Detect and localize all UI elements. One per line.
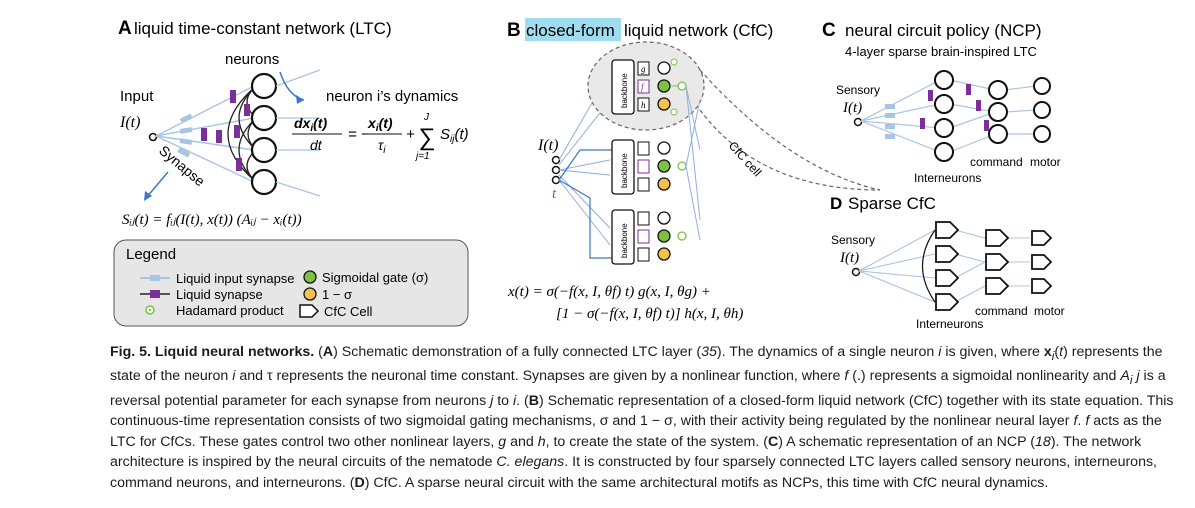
ncp-motor-neurons [1033, 77, 1051, 143]
cfc-cell-middle: backbone [611, 139, 687, 195]
dynamics-arrow [279, 71, 305, 101]
svg-text:g: g [641, 64, 646, 74]
legend-item-liquid-synapse: Liquid synapse [176, 287, 263, 302]
svg-text:h: h [641, 100, 646, 110]
panel-d-letter: D [830, 194, 842, 213]
ltc-neurons [250, 72, 278, 196]
synapse-arrow [145, 171, 169, 199]
panel-c-subtitle: 4-layer sparse brain-inspired LTC [845, 44, 1037, 59]
panel-a-letter: A [118, 18, 132, 39]
cfc-input-symbol: I(t) [537, 137, 558, 154]
panel-a: A liquid time-constant network (LTC) neu… [118, 18, 469, 228]
svg-text:f: f [641, 82, 645, 92]
panel-c-letter: C [822, 20, 836, 41]
time-symbol: t [552, 186, 557, 202]
cfc-cell-bottom: backbone [611, 209, 687, 265]
legend-item-hadamard: Hadamard product [176, 303, 284, 318]
legend-title: Legend [126, 246, 176, 263]
legend-item-cfc-cell: CfC Cell [324, 304, 373, 319]
legend-box [113, 239, 469, 327]
sparse-interneuron-cells [935, 221, 960, 311]
sparse-motor-label: motor [1034, 304, 1065, 318]
synapse-arrow-head [144, 191, 152, 201]
ncp-interneurons [934, 70, 954, 162]
sigmoid-gate-icon [303, 270, 317, 284]
panel-d: D Sparse CfC Sensory I(t) [830, 194, 1065, 331]
neurons-label: neurons [225, 51, 279, 68]
svg-text:∑: ∑ [418, 124, 435, 151]
one-minus-sigma-icon [303, 287, 317, 301]
legend: Legend Liquid input synapse Liquid synap… [113, 239, 469, 327]
svg-text:dt: dt [310, 137, 323, 153]
input-label: Input [120, 88, 154, 105]
panel-b-letter: B [507, 20, 521, 41]
legend-item-one-minus-sigma: 1 − σ [322, 287, 352, 302]
sparse-command-label: command [975, 304, 1028, 318]
cfc-input-lines [558, 71, 611, 246]
input-symbol: I(t) [119, 114, 140, 131]
ncp-interneurons-label: Interneurons [914, 171, 981, 185]
cfc-cell-callout [699, 69, 881, 191]
figure-caption: Fig. 5. Liquid neural networks. (A) Sche… [110, 344, 1174, 491]
ncp-command-neurons [988, 80, 1008, 144]
liquid-synapse-markers [201, 90, 250, 171]
dynamics-arrow-head [296, 95, 304, 104]
panel-b-title-highlight: closed-form [526, 21, 615, 40]
panel-d-title: Sparse CfC [848, 194, 936, 213]
legend-item-input-synapse: Liquid input synapse [176, 271, 295, 286]
panel-c: C neural circuit policy (NCP) 4-layer sp… [822, 20, 1061, 185]
input-synapse-lines [155, 85, 255, 183]
svg-text:+: + [406, 126, 415, 143]
title-highlight [525, 18, 621, 41]
panel-b: B closed-form liquid network (CfC) I(t) … [507, 18, 881, 322]
panel-c-title: neural circuit policy (NCP) [845, 21, 1042, 40]
svg-text:j=1: j=1 [414, 151, 430, 162]
sparse-interneurons-label: Interneurons [916, 317, 983, 331]
svg-text:τi: τi [378, 137, 386, 156]
sparse-motor-cells [1031, 230, 1053, 294]
svg-text:dxi(t): dxi(t) [294, 115, 327, 134]
cfc-cell-label: CfC cell [726, 139, 765, 180]
ncp-input-symbol: I(t) [842, 100, 862, 116]
caption-label: Fig. 5. Liquid neural networks. [110, 344, 315, 360]
svg-text:backbone: backbone [620, 223, 629, 258]
sparse-sensory-label: Sensory [831, 233, 875, 247]
ltc-output-lines [275, 69, 321, 197]
svg-text:Sij(t): Sij(t) [440, 126, 469, 145]
legend-item-sigmoid: Sigmoidal gate (σ) [322, 270, 428, 285]
panel-a-title: liquid time-constant network (LTC) [134, 19, 392, 38]
dynamics-equation: dxi(t) dt = − xi(t) τi + ∑ J j=1 Sij(t) [292, 112, 469, 162]
ncp-command-label: command [970, 155, 1023, 169]
svg-text:xi(t): xi(t) [367, 115, 393, 134]
cfc-input-node-1 [551, 155, 561, 165]
figure-5: A liquid time-constant network (LTC) neu… [113, 18, 1065, 331]
cfc-equation-line1: x(t) = σ(−f(x, I, θf) t) g(x, I, θg) + [507, 284, 711, 300]
cfc-equation-line2: [1 − σ(−f(x, I, θf) t)] h(x, I, θh) [556, 306, 743, 322]
cfc-time-node [551, 175, 561, 185]
input-synapse-markers [177, 113, 193, 158]
dynamics-label: neuron i’s dynamics [326, 88, 458, 105]
svg-text:= −: = − [348, 126, 370, 143]
sparse-input-symbol: I(t) [839, 250, 859, 266]
cfc-cell-top: backbone g f h [611, 58, 687, 116]
panel-b-title-rest: liquid network (CfC) [624, 21, 773, 40]
svg-text:backbone: backbone [620, 73, 629, 108]
cfc-input-node-2 [551, 165, 561, 175]
svg-text:backbone: backbone [620, 153, 629, 188]
synapse-equation: Sᵢⱼ(t) = fᵢⱼ(I(t), x(t)) (Aᵢⱼ − xᵢ(t)) [122, 212, 302, 228]
ncp-sensory-label: Sensory [836, 83, 880, 97]
input-node [148, 132, 158, 142]
ncp-motor-label: motor [1030, 155, 1061, 169]
sparse-command-cells [985, 229, 1010, 295]
cfc-cell-icon [299, 304, 320, 318]
svg-text:J: J [423, 112, 430, 123]
